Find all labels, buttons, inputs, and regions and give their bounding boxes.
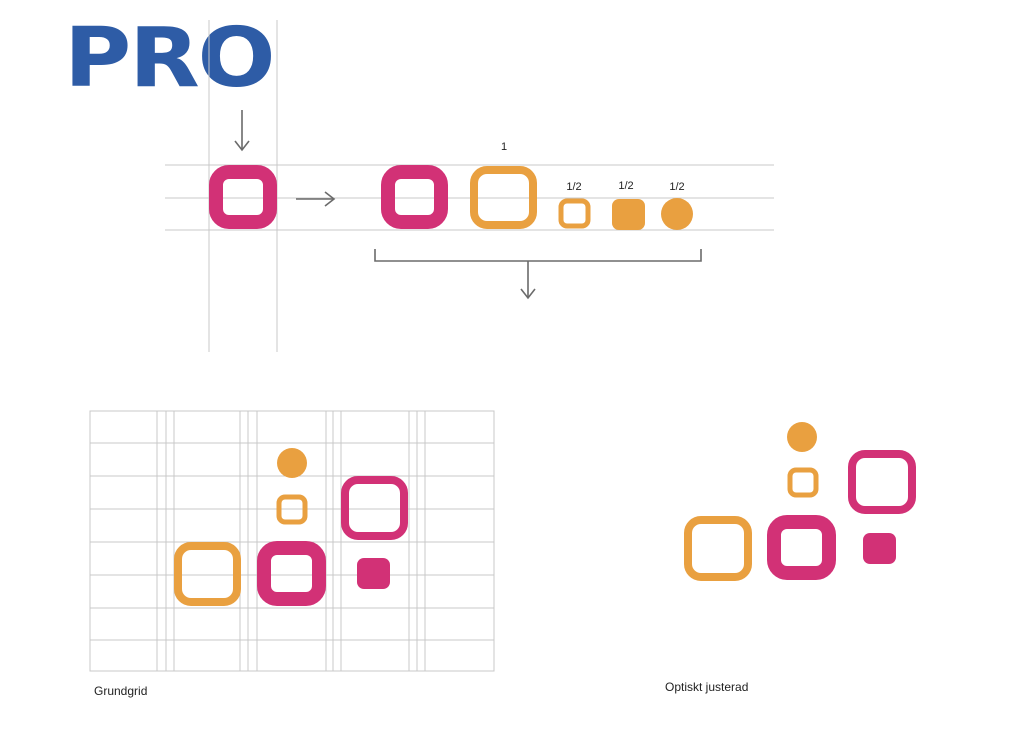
caption-base-grid: Grundgrid bbox=[94, 684, 148, 698]
grid-frame bbox=[89, 410, 495, 672]
orange-outline-square-icon bbox=[470, 166, 537, 229]
magenta-outline-square-icon bbox=[209, 165, 277, 229]
base-grid bbox=[89, 410, 495, 672]
orange-small-outline-square-icon bbox=[558, 198, 591, 229]
magenta-outline-square-icon bbox=[257, 541, 326, 606]
orange-filled-square-icon bbox=[612, 199, 645, 230]
orange-outline-square-icon bbox=[174, 542, 241, 606]
down-arrow-icon bbox=[234, 110, 250, 152]
magenta-filled-square-icon bbox=[357, 558, 390, 589]
orange-circle-icon bbox=[661, 198, 693, 230]
scale-label-full: 1 bbox=[501, 141, 507, 153]
orange-circle-icon bbox=[277, 448, 307, 478]
pro-logo: PRO bbox=[64, 11, 276, 106]
orange-small-outline-square-icon bbox=[276, 494, 308, 525]
magenta-outline-square-icon bbox=[767, 515, 836, 580]
magenta-outline-square-icon bbox=[848, 450, 916, 514]
magenta-filled-square-icon bbox=[863, 533, 896, 564]
magenta-outline-square-icon bbox=[381, 165, 448, 229]
caption-optical: Optiskt justerad bbox=[665, 680, 749, 694]
magenta-outline-square-icon bbox=[341, 476, 408, 540]
right-arrow-icon bbox=[296, 191, 336, 207]
orange-small-outline-square-icon bbox=[787, 467, 819, 498]
orange-outline-square-icon bbox=[684, 516, 752, 581]
orange-circle-icon bbox=[787, 422, 817, 452]
bracket bbox=[374, 249, 702, 262]
scale-label-half-circle: 1/2 bbox=[669, 181, 684, 193]
scale-label-half-outline: 1/2 bbox=[566, 181, 581, 193]
scale-label-half-filled: 1/2 bbox=[618, 180, 633, 192]
down-arrow-icon bbox=[520, 261, 536, 300]
